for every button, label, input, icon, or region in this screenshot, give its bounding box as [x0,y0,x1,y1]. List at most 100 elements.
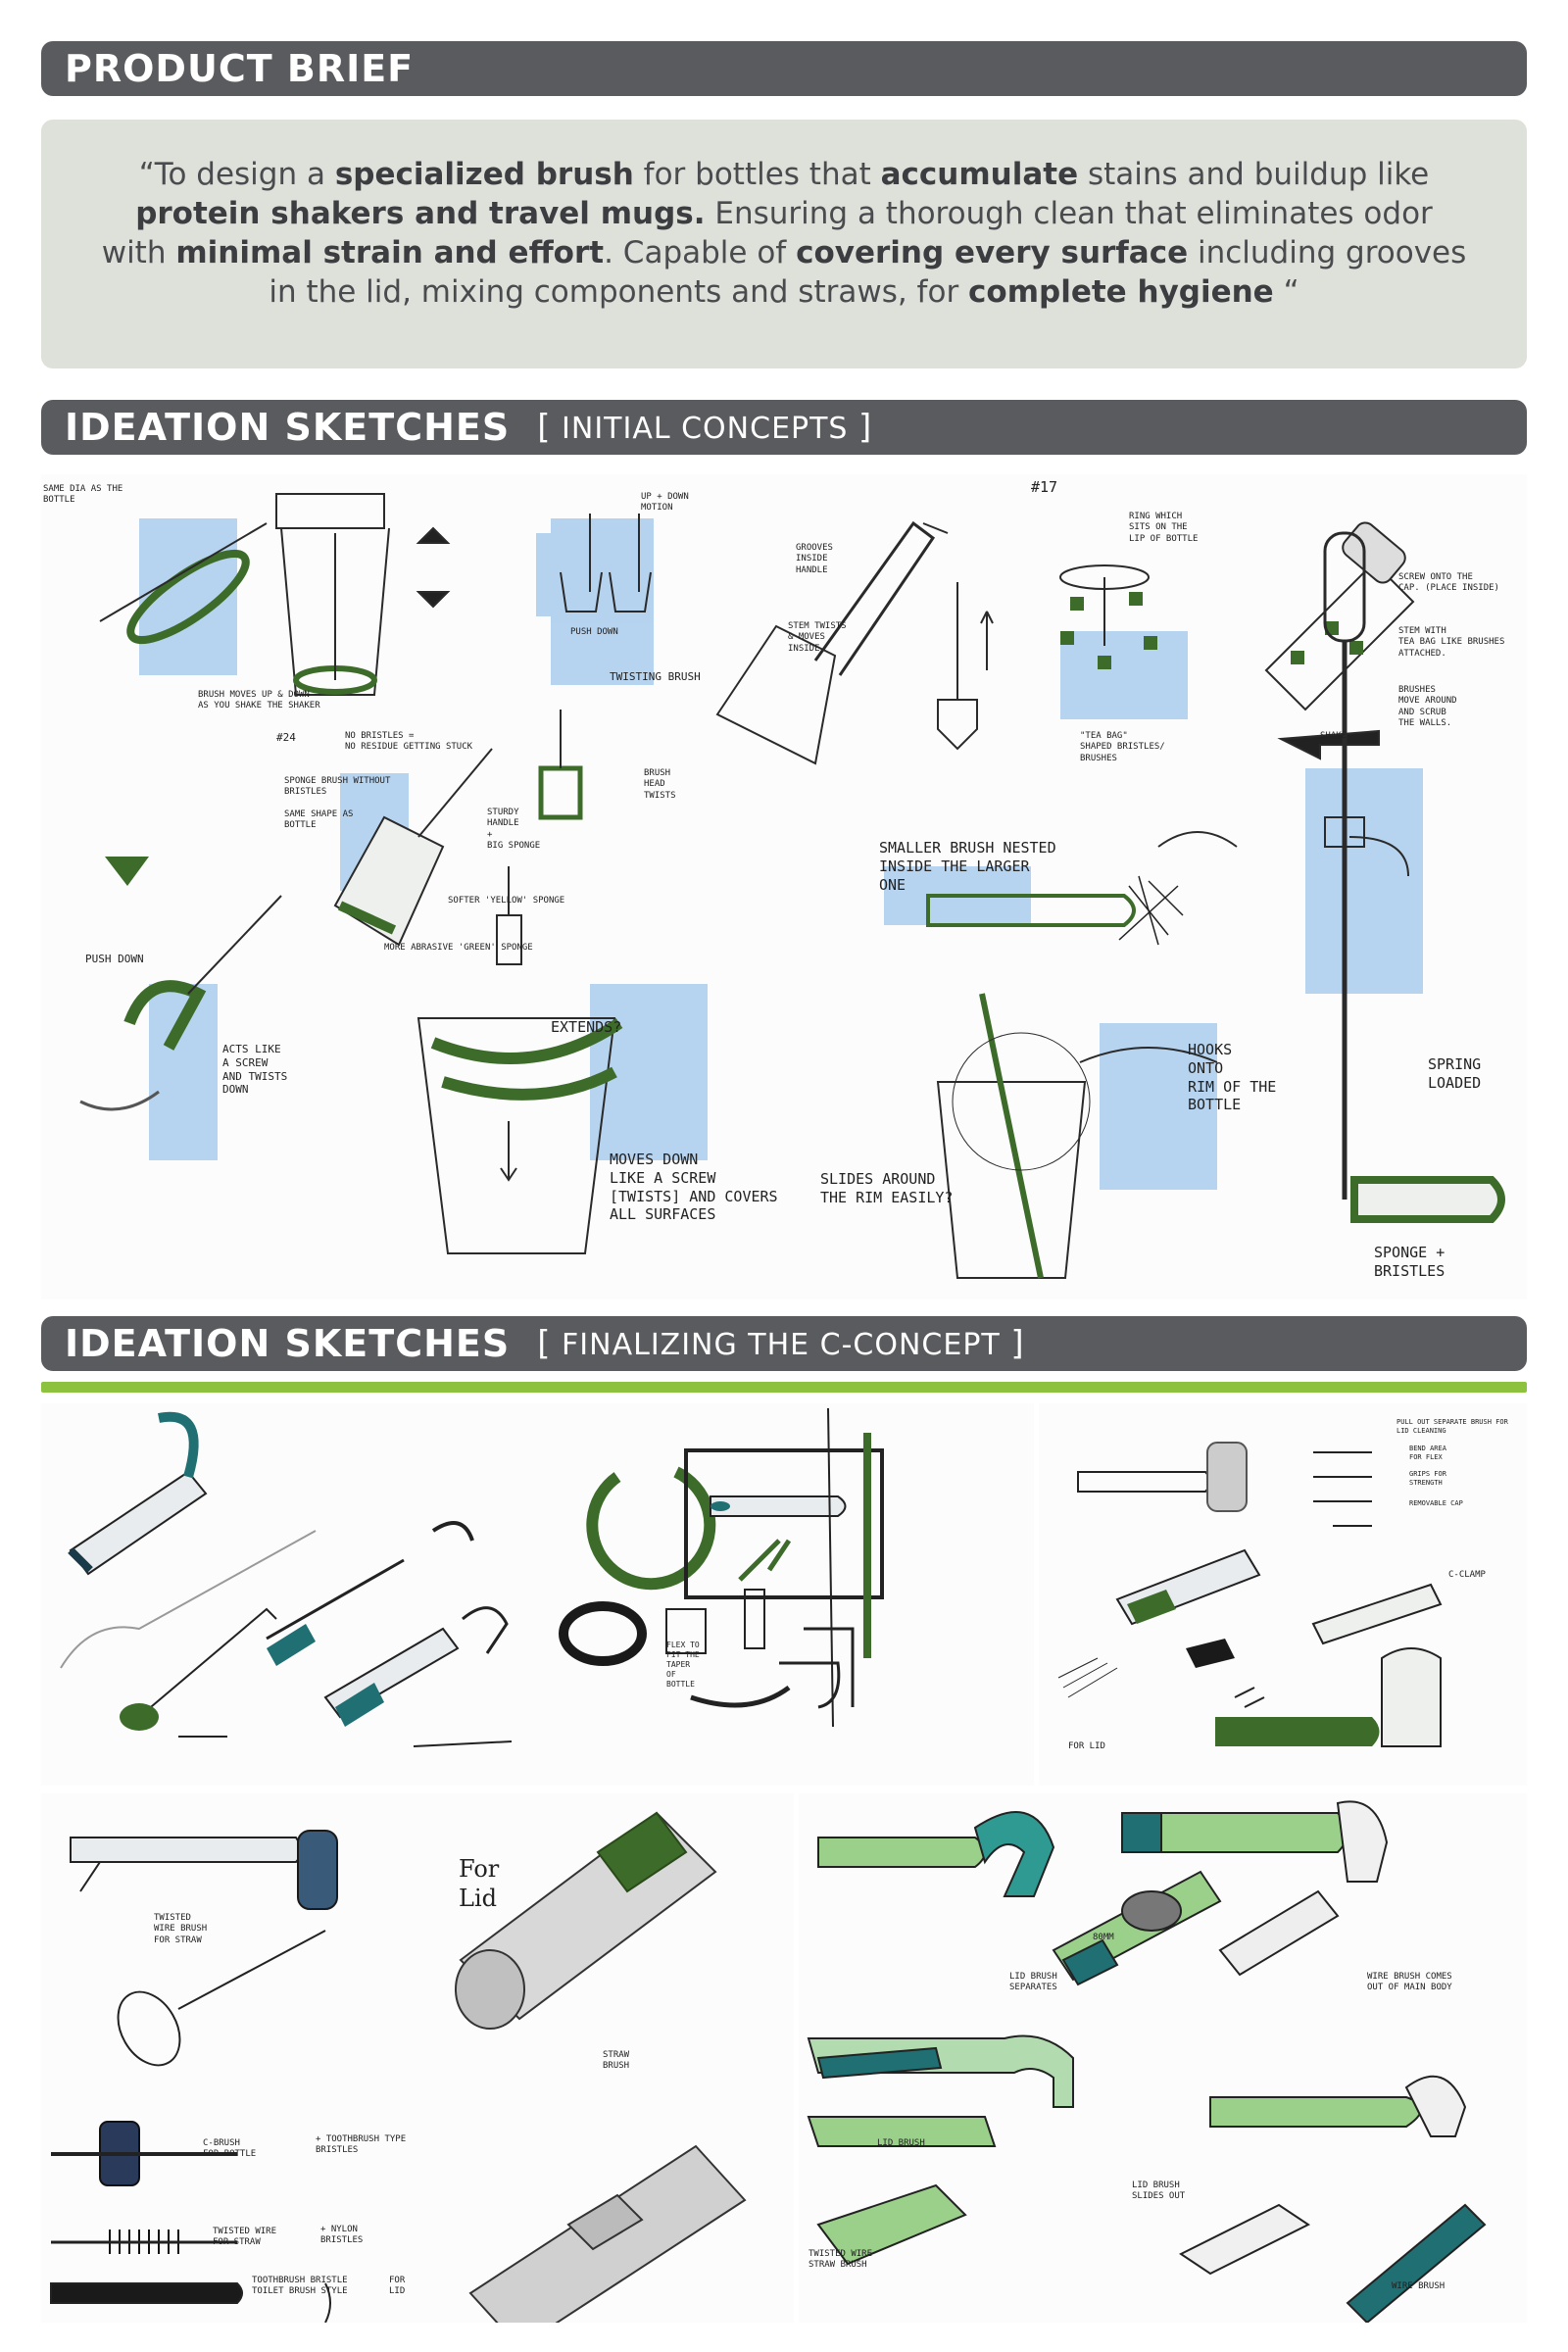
final-sketch-panel-2: FLEX TO FIT THE TAPER OF BOTTLE [534,1403,1034,1786]
section-title: IDEATION SKETCHES [65,406,511,449]
note-wire-brush: WIRE BRUSH [1392,2281,1446,2291]
note-dim-80: 80mm [1093,1933,1114,1942]
note-no-bristles: NO BRISTLES = NO RESIDUE GETTING STUCK [345,731,473,753]
ideation-initial-header: IDEATION SKETCHES [ INITIAL CONCEPTS ] [41,400,1527,455]
section-subtitle: [ INITIAL CONCEPTS ] [537,408,872,447]
note-softer-sponge: SOFTER 'YELLOW' SPONGE [448,896,565,906]
note-twisted-wire: TWISTED WIRE BRUSH FOR STRAW [154,1913,208,1945]
c-clamp-drawing [559,1407,884,1728]
ideation-final-header: IDEATION SKETCHES [ FINALIZING THE C-CON… [41,1316,1527,1371]
bracket-open: [ [537,1324,552,1363]
note-smaller-brush: SMALLER BRUSH NESTED INSIDE THE LARGER O… [879,839,1056,894]
note-toothbrush-type: + TOOTHBRUSH TYPE BRISTLES [316,2134,407,2156]
note-lid-brush-separates: LID BRUSH SEPARATES [1009,1972,1057,1993]
note-lid-brush: LID BRUSH [877,2138,925,2148]
note-grooves: GROOVES INSIDE HANDLE [796,543,833,575]
subtitle-text: INITIAL CONCEPTS [562,412,849,446]
section-subtitle: [ FINALIZING THE C-CONCEPT ] [537,1324,1024,1363]
note-straw-brush: STRAW BRUSH [603,2050,630,2072]
note-tea-bag: "TEA BAG" SHAPED BRISTLES/ BRUSHES [1080,731,1165,763]
brief-emphasis: specialized brush [334,157,634,192]
note-shake: SHAKE [1320,731,1348,741]
brief-segment: Ensuring a thorough clean that eliminate… [101,196,1433,270]
note-acts-like: ACTS LIKE A SCREW AND TWISTS DOWN [222,1043,288,1097]
note-stem-twists: STEM TWISTS & MOVES INSIDE [788,621,847,654]
note-for-lid-small: FOR LID [1068,1741,1105,1751]
brief-segment: . Capable of [604,235,797,270]
note-grips: GRIPS FOR STRENGTH [1409,1470,1446,1487]
note-moves-down: MOVES DOWN LIKE A SCREW [TWISTS] AND COV… [610,1151,778,1224]
bracket-close: ] [858,408,873,447]
note-same-dia: SAME DIA AS THE BOTTLE [43,484,123,506]
final-sketch-panel-1 [41,1403,541,1786]
accent-divider [41,1382,1527,1393]
product-brief-header: PRODUCT BRIEF [41,41,1527,96]
final-c-brush-renderings [807,1800,1487,2323]
note-brush-head: BRUSH HEAD TWISTS [644,768,676,801]
note-sponge-brush: SPONGE BRUSH WITHOUT BRISTLES [284,776,391,798]
note-num-24: #24 [276,731,296,744]
lid-straw-brush-drawing [455,1811,747,2323]
note-removable-cap: REMOVABLE CAP [1409,1499,1463,1507]
note-sponge-bristles: SPONGE + BRISTLES [1374,1244,1446,1280]
note-same-shape: SAME SHAPE AS BOTTLE [284,809,354,831]
note-brush-moves: BRUSH MOVES UP & DOWN AS YOU SHAKE THE S… [198,690,320,711]
note-push-down-small: PUSH DOWN [570,627,618,637]
brief-emphasis: complete hygiene [968,274,1274,310]
note-pull-out: PULL OUT SEPARATE BRUSH FOR LID CLEANING [1396,1418,1508,1435]
brief-text: To design a specialized brush for bottle… [102,157,1467,310]
brief-segment: for bottles that [633,157,881,192]
note-abrasive-sponge: MORE ABRASIVE 'GREEN' SPONGE [384,943,533,953]
note-nylon: + NYLON BRISTLES [320,2225,364,2246]
final-sketch-panel-4: TWISTED WIRE BRUSH FOR STRAW C-BRUSH FOR… [41,1793,453,2323]
brush-components-drawing [50,1830,338,2323]
note-up-down: UP + DOWN MOTION [641,492,689,514]
final-sketch-panel-5: For Lid STRAW BRUSH [451,1793,794,2323]
note-for-lid-bracket: FOR LID [389,2276,406,2297]
bracket-close: ] [1010,1324,1025,1363]
note-num-17: #17 [1031,478,1058,496]
note-twisted-wire-straw: TWISTED WIRE FOR STRAW [213,2227,277,2248]
product-brief-quote: “To design a specialized brush for bottl… [41,120,1527,368]
brief-segment [1274,274,1284,310]
note-c-clamp: C-CLAMP [1448,1570,1486,1580]
note-bend-area: BEND AREA FOR FLEX [1409,1445,1446,1461]
note-stem-with: STEM WITH TEA BAG LIKE BRUSHES ATTACHED. [1398,626,1505,659]
brief-emphasis: protein shakers and travel mugs. [135,196,706,231]
note-push-down: PUSH DOWN [85,953,144,965]
note-wire-brush-comes: WIRE BRUSH COMES OUT OF MAIN BODY [1367,1972,1452,1993]
note-lid-brush-slides: LID BRUSH SLIDES OUT [1132,2180,1186,2202]
brief-segment: stains and buildup like [1078,157,1430,192]
c-brush-variants-drawing [60,1411,513,1747]
bracket-open: [ [537,408,552,447]
brief-emphasis: covering every surface [796,235,1189,270]
brief-emphasis: accumulate [880,157,1079,192]
note-toothbrush-bristle: TOOTHBRUSH BRISTLE TOILET BRUSH STYLE [252,2276,348,2297]
subtitle-text: FINALIZING THE C-CONCEPT [562,1328,1001,1362]
note-sturdy-handle: STURDY HANDLE + BIG SPONGE [487,808,541,851]
note-twisted-wire-straw-brush: TWISTED WIRE STRAW BRUSH [808,2249,873,2271]
note-hooks-onto: HOOKS ONTO RIM OF THE BOTTLE [1188,1041,1277,1114]
note-c-brush: C-BRUSH FOR BOTTLE [203,2138,257,2160]
open-quote: “ [138,157,155,192]
section-title: IDEATION SKETCHES [65,1322,511,1365]
section-title: PRODUCT BRIEF [65,47,415,90]
note-twisting-brush: TWISTING BRUSH [610,670,701,683]
note-ring: RING WHICH SITS ON THE LIP OF BOTTLE [1129,512,1199,544]
final-sketch-panel-3: PULL OUT SEPARATE BRUSH FOR LID CLEANING… [1039,1403,1527,1786]
final-sketch-panel-6: 80mm LID BRUSH SEPARATES WIRE BRUSH COME… [799,1793,1527,2323]
note-screw-onto: SCREW ONTO THE CAP. (PLACE INSIDE) [1398,572,1499,594]
note-for-lid: For Lid [459,1855,500,1912]
initial-concepts-sketch-sheet: SAME DIA AS THE BOTTLE BRUSH MOVES UP & … [41,474,1527,1299]
note-extends: EXTENDS? [551,1018,622,1036]
brief-segment: including grooves in the lid, mixing com… [269,235,1467,310]
brief-emphasis: minimal strain and effort [175,235,605,270]
close-quote: “ [1283,274,1299,310]
brief-segment: To design a [154,157,335,192]
note-spring: SPRING LOADED [1428,1055,1482,1092]
initial-sketches-drawing [79,493,1505,1279]
note-flex: FLEX TO FIT THE TAPER OF BOTTLE [666,1641,700,1689]
removable-cap-drawing [1057,1442,1443,1747]
note-slides-around: SLIDES AROUND THE RIM EASILY? [820,1170,954,1206]
note-brushes-move: BRUSHES MOVE AROUND AND SCRUB THE WALLS. [1398,685,1457,728]
